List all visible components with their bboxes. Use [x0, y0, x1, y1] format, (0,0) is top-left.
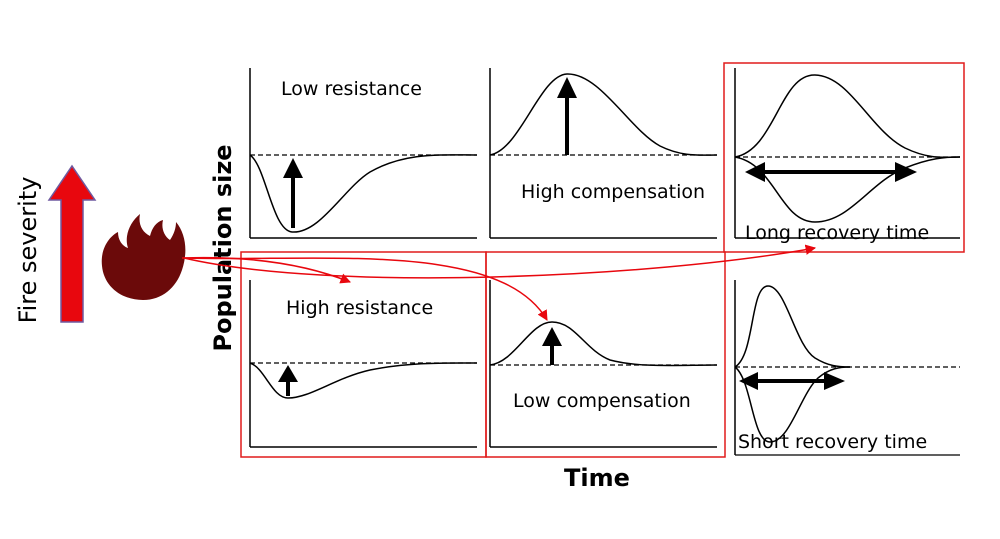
panel-low-resistance: Low resistance	[249, 68, 478, 239]
connector-arrow-low-compensation	[183, 257, 548, 321]
high-compensation-label: High compensation	[521, 181, 705, 203]
y-axis-label: Population size	[209, 144, 237, 351]
panel-long-recovery: Long recovery time	[734, 68, 961, 244]
up-arrow-icon	[47, 164, 97, 323]
low-resistance-label: Low resistance	[281, 78, 422, 100]
connector-arrow-long-recovery	[183, 244, 817, 279]
panel-short-recovery: Short recovery time	[734, 280, 960, 456]
high-resistance-label: High resistance	[286, 297, 433, 319]
connector-arrow-high-resistance	[181, 256, 351, 284]
low-compensation-label: Low compensation	[513, 390, 691, 412]
short-recovery-label: Short recovery time	[738, 431, 927, 453]
panel-low-compensation: Low compensation	[489, 280, 718, 448]
x-axis-label: Time	[564, 464, 630, 492]
long-recovery-label: Long recovery time	[745, 222, 929, 244]
highlight-box-high-resistance	[240, 251, 487, 458]
panel-high-compensation: High compensation	[489, 68, 718, 239]
flame-icon	[101, 214, 186, 300]
fire-severity-label: Fire severity	[14, 177, 42, 324]
highlight-box-long-recovery	[723, 62, 965, 253]
highlight-box-low-compensation	[485, 251, 726, 458]
panel-high-resistance: High resistance	[249, 280, 478, 448]
